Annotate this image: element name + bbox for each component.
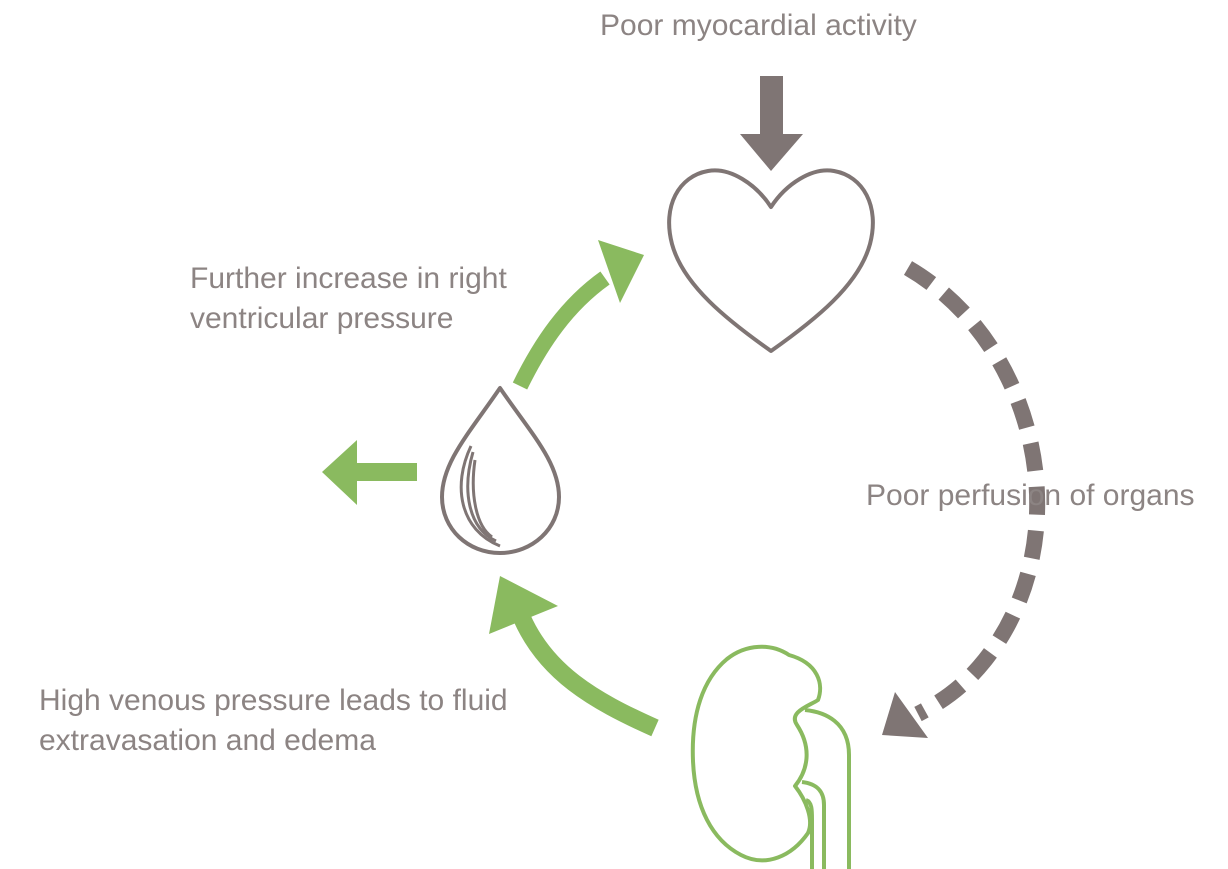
green-arrow-kidney-to-drop — [513, 614, 659, 737]
green-arrow-head-lower-icon — [489, 576, 558, 634]
down-arrow-icon — [740, 76, 803, 171]
fluid-drop-icon — [440, 386, 561, 555]
kidney-icon — [690, 644, 851, 869]
label-line: High venous pressure leads to fluid — [39, 684, 508, 717]
label-line: ventricular pressure — [190, 302, 454, 335]
label-high-venous-pressure: High venous pressure leads to fluid extr… — [39, 681, 508, 761]
dashed-perfusion-arrow — [903, 261, 1046, 722]
label-line: extravasation and edema — [39, 724, 376, 757]
green-arrow-up-to-heart — [512, 271, 610, 390]
green-left-arrow-icon — [322, 440, 417, 505]
dashed-arrow-head-icon — [882, 692, 928, 738]
label-poor-myocardial-activity: Poor myocardial activity — [600, 9, 917, 42]
heart-icon — [667, 168, 875, 353]
label-line: Further increase in right — [190, 262, 507, 295]
label-further-increase-pressure: Further increase in right ventricular pr… — [190, 259, 507, 339]
label-poor-perfusion: Poor perfusion of organs — [866, 479, 1195, 512]
green-arrow-head-upper-icon — [598, 240, 644, 303]
